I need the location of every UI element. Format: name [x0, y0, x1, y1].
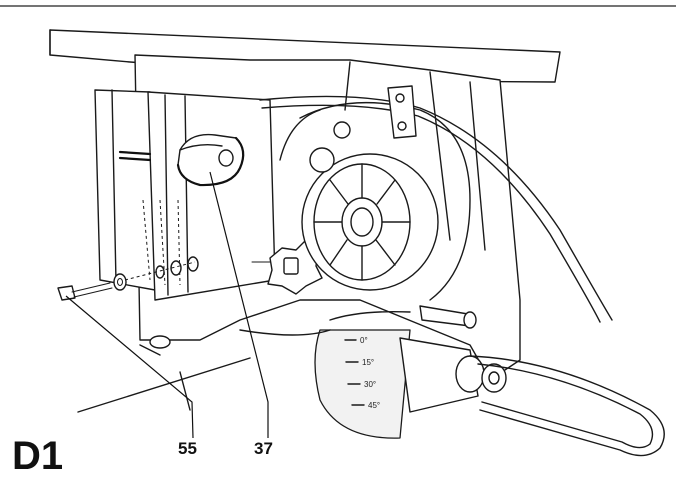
bevel-lock-handle[interactable] [399, 337, 665, 457]
base-frame [77, 329, 331, 413]
pivot-rod [118, 150, 152, 162]
washer [113, 273, 127, 291]
figure-label: D1 [12, 434, 64, 478]
star-knob[interactable] [251, 239, 323, 295]
motor-body [279, 101, 471, 301]
cable-clamp [387, 85, 417, 139]
hex-screw[interactable] [57, 282, 113, 301]
callout-55: 55 [178, 439, 197, 458]
leader-line-55 [65, 295, 194, 439]
leader-line-37 [209, 171, 269, 438]
spacer-rings [124, 256, 199, 281]
scale-mark-30: 30° [364, 380, 376, 389]
callout-37: 37 [254, 439, 273, 458]
locking-lever[interactable] [176, 133, 245, 187]
power-cable [259, 95, 613, 323]
arbor-bracket [94, 89, 276, 301]
scale-mark-15: 15° [362, 358, 374, 367]
scale-mark-45: 45° [368, 401, 380, 410]
pulley-wheel [301, 153, 439, 291]
scale-mark-0: 0° [360, 336, 368, 345]
adjust-bolt [419, 305, 477, 329]
bevel-scale: 0° 15° 30° 45° [314, 310, 411, 439]
